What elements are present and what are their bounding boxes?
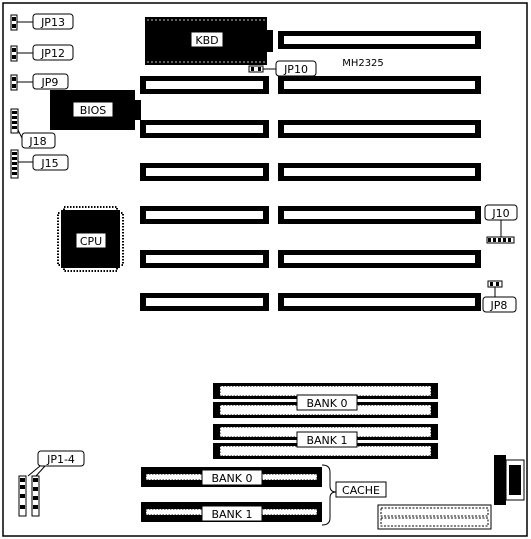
cache-label: CACHE: [342, 484, 380, 497]
keyboard-connector: KBD: [145, 17, 273, 65]
connector-j18: J18: [10, 108, 56, 149]
jp1-4-label: JP1-4: [46, 453, 75, 466]
connector-j10: J10: [484, 204, 518, 244]
jumper-jp12: JP12: [10, 44, 74, 62]
pin-header-connector: [377, 504, 492, 530]
jumper-jp1-4: JP1-4: [18, 450, 85, 517]
j10-label: J10: [491, 207, 509, 220]
cpu-chip: CPU: [57, 206, 124, 272]
jumper-jp10: JP10: [248, 60, 317, 77]
simm-slots: BANK 0 BANK 1: [213, 383, 438, 459]
cache-bank-1-label: BANK 1: [211, 508, 252, 521]
rear-port-connector: [494, 455, 525, 505]
bios-label: BIOS: [80, 104, 106, 117]
jp10-label: JP10: [283, 63, 308, 76]
cache-chips: BANK 0 BANK 1 CACHE: [141, 464, 387, 526]
j15-label: J15: [40, 157, 58, 170]
simm-bank-1-label: BANK 1: [306, 434, 347, 447]
jumper-jp9: JP9: [10, 73, 69, 91]
kbd-label: KBD: [195, 34, 218, 47]
board-model-label: MH2325: [342, 58, 384, 69]
jp12-label: JP12: [40, 47, 65, 60]
connector-j15: J15: [10, 149, 69, 179]
jp13-label: JP13: [40, 16, 65, 29]
expansion-slots-left: [140, 76, 269, 311]
jumper-jp13: JP13: [10, 13, 74, 31]
jp8-label: JP8: [490, 299, 508, 312]
jp9-label: JP9: [41, 76, 59, 89]
expansion-slots-right: [278, 31, 481, 311]
bios-chip: BIOS: [50, 90, 141, 130]
cpu-label: CPU: [80, 235, 102, 248]
j18-label: J18: [28, 135, 46, 148]
simm-bank-0-label: BANK 0: [306, 397, 347, 410]
jumper-jp8: JP8: [482, 280, 517, 313]
cache-bank-0-label: BANK 0: [211, 472, 252, 485]
